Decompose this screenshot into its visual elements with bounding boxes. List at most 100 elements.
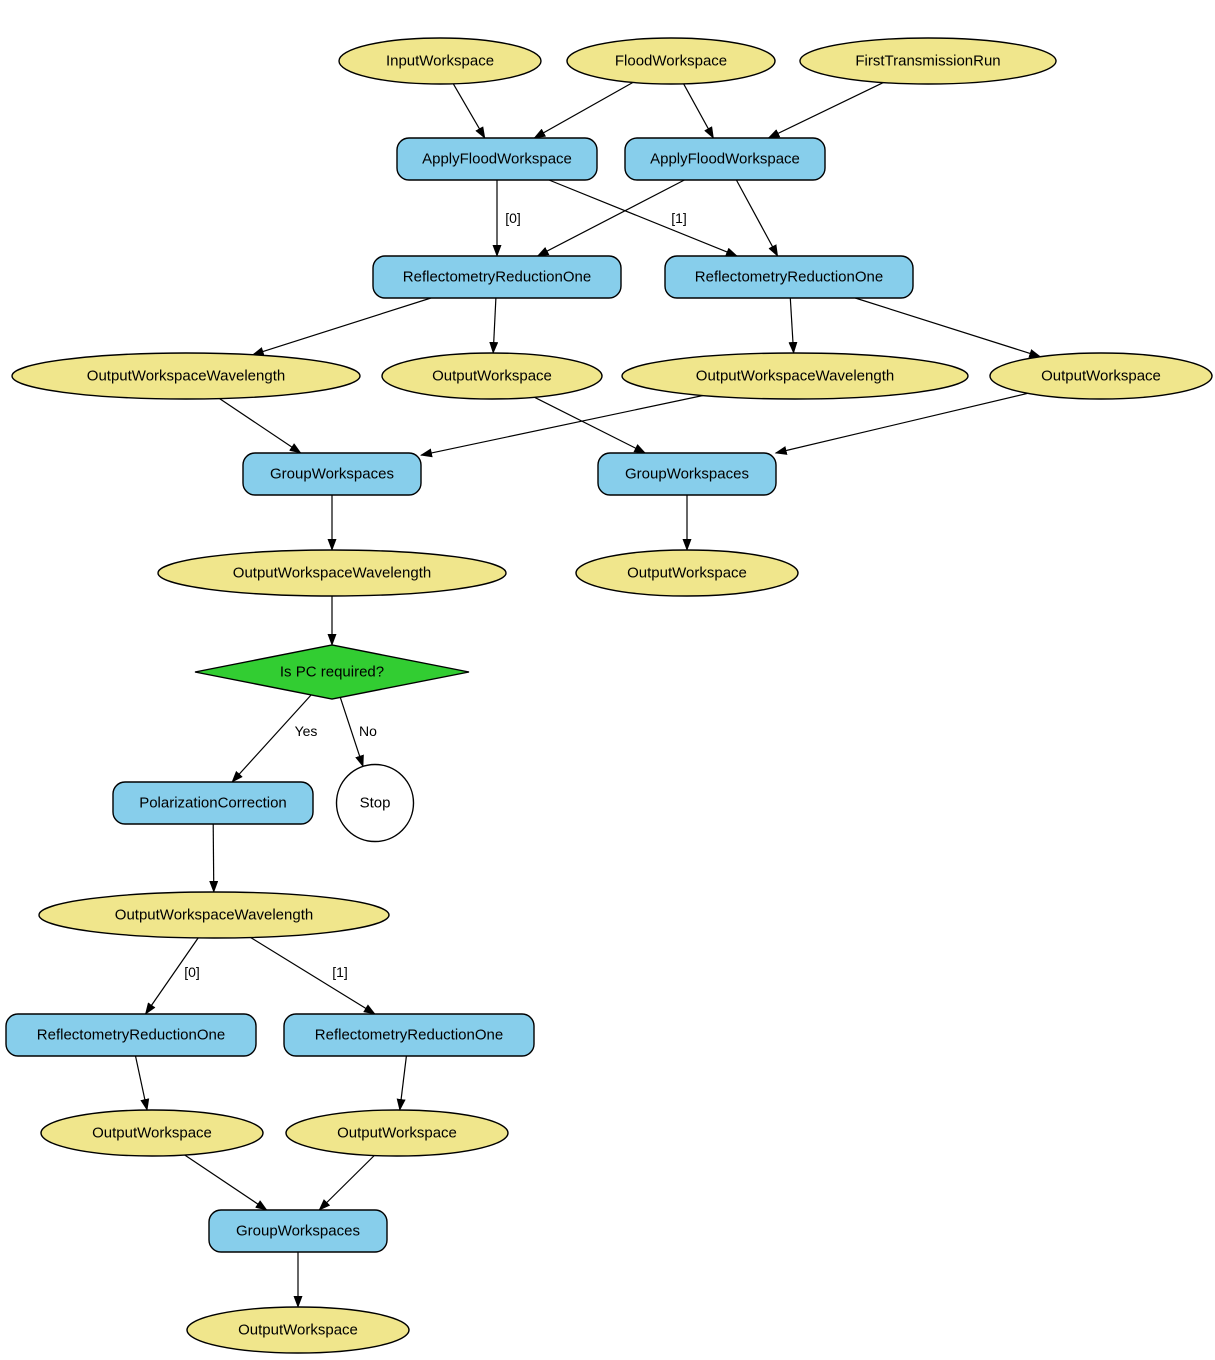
circle-shape (335, 763, 415, 843)
node-stop: Stop (335, 763, 415, 843)
edge-line (339, 697, 364, 768)
edge-line (767, 82, 884, 139)
ellipse-shape (566, 37, 776, 85)
box-shape (396, 137, 598, 181)
node-label: FirstTransmissionRun (855, 53, 1000, 70)
edge-apply-flood-workspace-2-to-reflectometry-reduction-one-2 (735, 179, 779, 257)
node-layer: InputWorkspace FloodWorkspace FirstTransmi… (5, 37, 1213, 1354)
ellipse-shape (11, 352, 361, 400)
ellipse-shape (157, 549, 507, 597)
node-apply-flood-workspace-2: ApplyFloodWorkspace (624, 137, 826, 181)
box-shape (664, 255, 914, 299)
node-label: FloodWorkspace (615, 53, 727, 70)
ellipse-shape (40, 1109, 264, 1157)
edge-label: [1] (332, 964, 348, 980)
node-label: ReflectometryReductionOne (315, 1027, 503, 1044)
edge-apply-flood-workspace-1-to-reflectometry-reduction-one-2: [1] (548, 179, 738, 257)
box-shape (372, 255, 622, 299)
node-output-workspace-wavelength-4: OutputWorkspaceWavelength (38, 891, 390, 939)
node-group-workspaces-3: GroupWorkspaces (208, 1209, 388, 1253)
edge-line (548, 179, 738, 257)
edge-line (209, 823, 219, 893)
node-label: Is PC required? (280, 664, 384, 681)
edge-output-workspace-2-to-group-workspaces-2 (774, 392, 1029, 455)
node-group-workspaces-2: GroupWorkspaces (597, 452, 777, 496)
edge-output-workspace-wavelength-1-to-group-workspaces-1 (219, 398, 302, 454)
box-shape (5, 1013, 257, 1057)
node-label: OutputWorkspace (238, 1322, 358, 1339)
edge-reflectometry-reduction-one-2-to-output-workspace-2 (855, 297, 1042, 358)
edge-label: [0] (505, 210, 521, 226)
edge-line (489, 297, 499, 354)
node-label: OutputWorkspaceWavelength (696, 368, 894, 385)
edge-label: [1] (671, 210, 687, 226)
edge-line (219, 398, 302, 454)
node-output-workspace-6: OutputWorkspace (186, 1306, 410, 1354)
ellipse-shape (338, 37, 542, 85)
node-label: GroupWorkspaces (236, 1223, 360, 1240)
ellipse-shape (575, 549, 799, 597)
edge-line (250, 936, 376, 1015)
node-reflectometry-reduction-one-3: ReflectometryReductionOne (5, 1013, 257, 1057)
node-label: ReflectometryReductionOne (403, 269, 591, 286)
edge-line (184, 1154, 268, 1211)
edge-line (452, 83, 486, 139)
edge-reflectometry-reduction-one-4-to-output-workspace-5 (396, 1055, 407, 1111)
edge-line (251, 297, 432, 356)
diamond-shape (194, 644, 470, 700)
node-label: ApplyFloodWorkspace (650, 151, 800, 168)
ellipse-shape (186, 1306, 410, 1354)
box-shape (242, 452, 422, 496)
ellipse-shape (989, 352, 1213, 400)
box-shape (283, 1013, 535, 1057)
node-label: OutputWorkspace (337, 1125, 457, 1142)
edge-apply-flood-workspace-1-to-reflectometry-reduction-one-1: [0] (492, 180, 521, 257)
edge-input-workspace-to-apply-flood-workspace-1 (452, 83, 486, 139)
edge-reflectometry-reduction-one-1-to-output-workspace-1 (489, 297, 499, 354)
edge-line (788, 297, 798, 354)
box-shape (624, 137, 826, 181)
edge-reflectometry-reduction-one-1-to-output-workspace-wavelength-1 (251, 297, 432, 356)
edge-is-pc-required-to-polarization-correction: Yes (231, 694, 317, 783)
edge-flood-workspace-to-apply-flood-workspace-2 (683, 83, 714, 139)
edge-reflectometry-reduction-one-3-to-output-workspace-4 (134, 1055, 150, 1111)
node-label: ReflectometryReductionOne (37, 1027, 225, 1044)
node-label: PolarizationCorrection (139, 795, 287, 812)
node-polarization-correction: PolarizationCorrection (112, 781, 314, 825)
edge-line (735, 179, 779, 257)
edge-polarization-correction-to-output-workspace-wavelength-4 (209, 823, 219, 893)
ellipse-shape (621, 352, 969, 400)
node-label: Stop (360, 795, 391, 812)
ellipse-shape (38, 891, 390, 939)
edge-is-pc-required-to-stop: No (339, 697, 377, 768)
node-label: ApplyFloodWorkspace (422, 151, 572, 168)
node-flood-workspace: FloodWorkspace (566, 37, 776, 85)
edge-line (134, 1055, 150, 1111)
node-output-workspace-wavelength-3: OutputWorkspaceWavelength (157, 549, 507, 597)
edge-line (318, 1155, 375, 1211)
edge-line (396, 1055, 407, 1111)
node-label: OutputWorkspace (1041, 368, 1161, 385)
edge-output-workspace-5-to-group-workspaces-3 (318, 1155, 375, 1211)
node-reflectometry-reduction-one-1: ReflectometryReductionOne (372, 255, 622, 299)
edge-line (144, 937, 199, 1015)
edge-reflectometry-reduction-one-2-to-output-workspace-wavelength-2 (788, 297, 798, 354)
box-shape (112, 781, 314, 825)
edge-line (855, 297, 1042, 358)
node-apply-flood-workspace-1: ApplyFloodWorkspace (396, 137, 598, 181)
edge-output-workspace-wavelength-4-to-reflectometry-reduction-one-4: [1] (250, 936, 376, 1015)
node-label: GroupWorkspaces (270, 466, 394, 483)
node-reflectometry-reduction-one-2: ReflectometryReductionOne (664, 255, 914, 299)
node-input-workspace: InputWorkspace (338, 37, 542, 85)
node-label: OutputWorkspaceWavelength (115, 907, 313, 924)
node-is-pc-required: Is PC required? (194, 644, 470, 700)
node-output-workspace-5: OutputWorkspace (285, 1109, 509, 1157)
edge-output-workspace-wavelength-4-to-reflectometry-reduction-one-3: [0] (144, 937, 200, 1015)
edge-first-transmission-run-to-apply-flood-workspace-2 (767, 82, 884, 139)
edge-output-workspace-4-to-group-workspaces-3 (184, 1154, 268, 1211)
node-label: InputWorkspace (386, 53, 494, 70)
edge-line (536, 179, 685, 257)
edge-flood-workspace-to-apply-flood-workspace-1 (533, 81, 634, 139)
node-output-workspace-wavelength-1: OutputWorkspaceWavelength (11, 352, 361, 400)
